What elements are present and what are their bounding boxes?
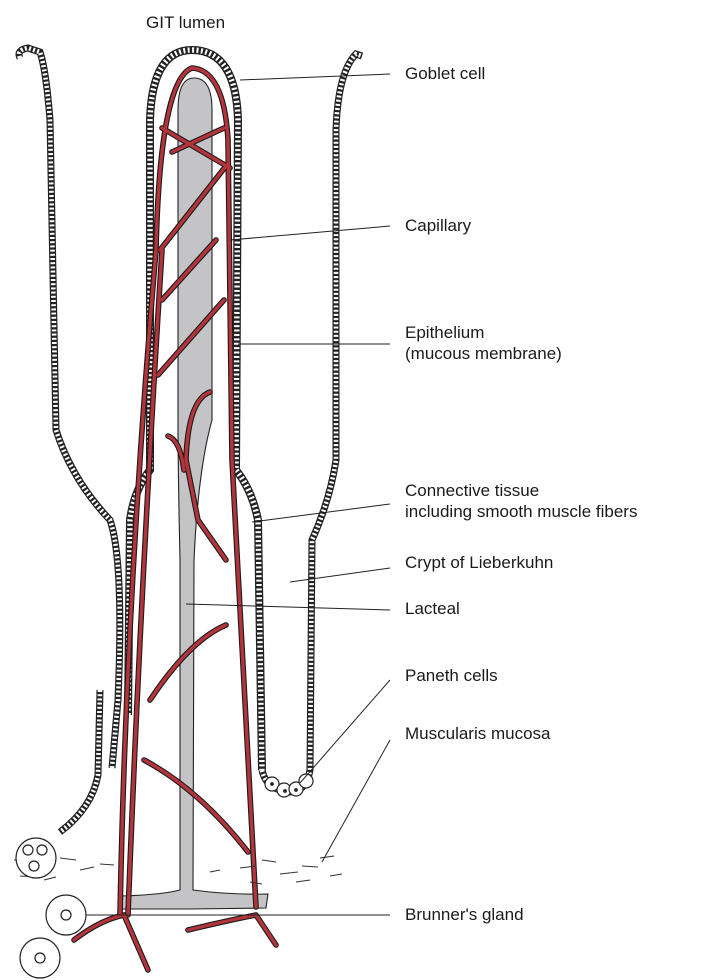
lacteal-label: Lacteal [405,598,460,619]
connective-tissue-label-line-1: Connective tissue [405,480,637,501]
connective-tissue-label: Connective tissue including smooth muscl… [405,480,637,522]
paneth-label: Paneth cells [405,665,498,686]
capillary-label: Capillary [405,215,471,236]
muscularis-label: Muscularis mucosa [405,723,551,744]
goblet-cell-label: Goblet cell [405,63,485,84]
epithelium-label-line-1: Epithelium [405,322,562,343]
crypt-wall-right [262,54,362,792]
crypt-wall-inner-left [60,690,100,832]
crypt-wall-left [19,48,120,768]
crypt-label: Crypt of Lieberkuhn [405,552,553,573]
brunner-label: Brunner's gland [405,904,524,925]
epithelium-label-line-2: (mucous membrane) [405,343,562,364]
paneth-cells [265,774,313,797]
connective-tissue-label-line-2: including smooth muscle fibers [405,501,637,522]
brunners-glands [16,838,86,978]
muscularis-fibers [14,856,342,884]
lumen-label: GIT lumen [146,12,225,33]
epithelium-label: Epithelium (mucous membrane) [405,322,562,364]
